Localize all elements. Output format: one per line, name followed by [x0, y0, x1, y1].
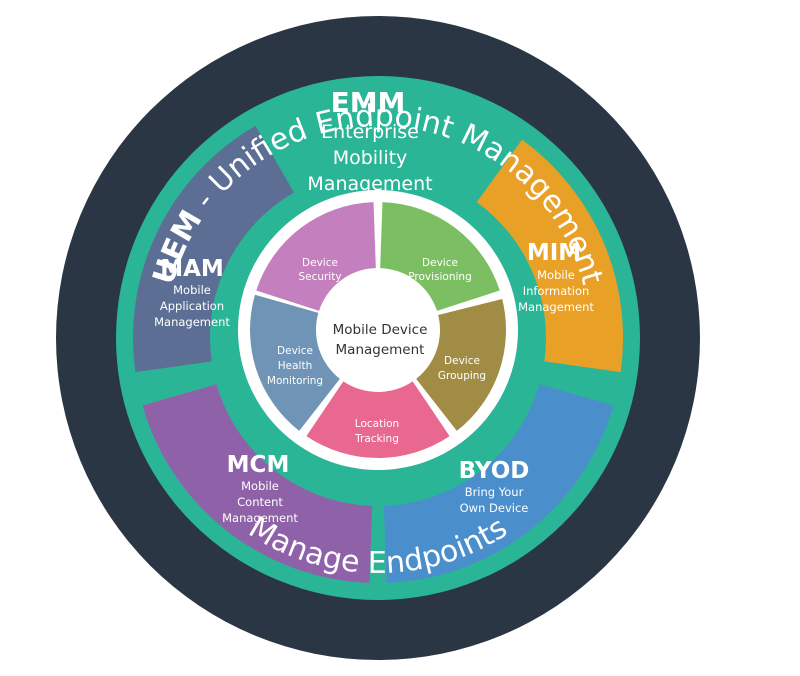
mcm-segment: [142, 384, 373, 583]
emm-line-2: Mobility: [333, 147, 408, 169]
mam-segment: [133, 125, 294, 373]
mim-line-3: Management: [518, 300, 594, 314]
byod-abbr: BYOD: [459, 458, 530, 484]
mim-segment: [476, 139, 623, 373]
provisioning-segment: [380, 202, 500, 311]
mcm-line-3: Management: [222, 511, 298, 525]
mdm-center-line-2: Management: [336, 342, 425, 358]
health-line-3: Monitoring: [267, 375, 323, 387]
location-segment: [306, 381, 450, 458]
byod-segment: [383, 384, 614, 583]
security-line-1: Device: [302, 257, 338, 269]
mim-line-2: Information: [523, 284, 590, 298]
provisioning-line-2: Provisioning: [408, 271, 472, 283]
mcm-line-2: Content: [237, 495, 283, 509]
mam-line-3: Management: [154, 315, 230, 329]
health-line-1: Device: [277, 345, 313, 357]
byod-line-2: Own Device: [460, 501, 529, 515]
mim-abbr: MIM: [527, 240, 581, 266]
grouping-line-1: Device: [444, 355, 480, 367]
mam-abbr: MAM: [160, 256, 224, 282]
location-line-2: Tracking: [354, 433, 399, 445]
location-line-1: Location: [355, 418, 399, 430]
mdm-center-line-1: Mobile Device: [333, 322, 428, 338]
security-line-2: Security: [298, 271, 341, 283]
mdm-center: [320, 272, 436, 388]
emm-line-3: Management: [307, 173, 432, 195]
byod-line-1: Bring Your: [465, 485, 524, 499]
provisioning-line-1: Device: [422, 257, 458, 269]
mam-line-1: Mobile: [173, 283, 211, 297]
mam-line-2: Application: [160, 299, 224, 313]
mcm-abbr: MCM: [227, 452, 290, 478]
security-segment: [256, 202, 376, 311]
emm-abbr: EMM: [331, 86, 406, 119]
mcm-line-1: Mobile: [241, 479, 279, 493]
grouping-segment: [416, 299, 506, 431]
mim-line-1: Mobile: [537, 268, 575, 282]
health-line-2: Health: [278, 360, 312, 372]
emm-line-1: Enterprise: [321, 121, 419, 143]
health-segment: [249, 294, 340, 431]
grouping-line-2: Grouping: [438, 370, 486, 382]
